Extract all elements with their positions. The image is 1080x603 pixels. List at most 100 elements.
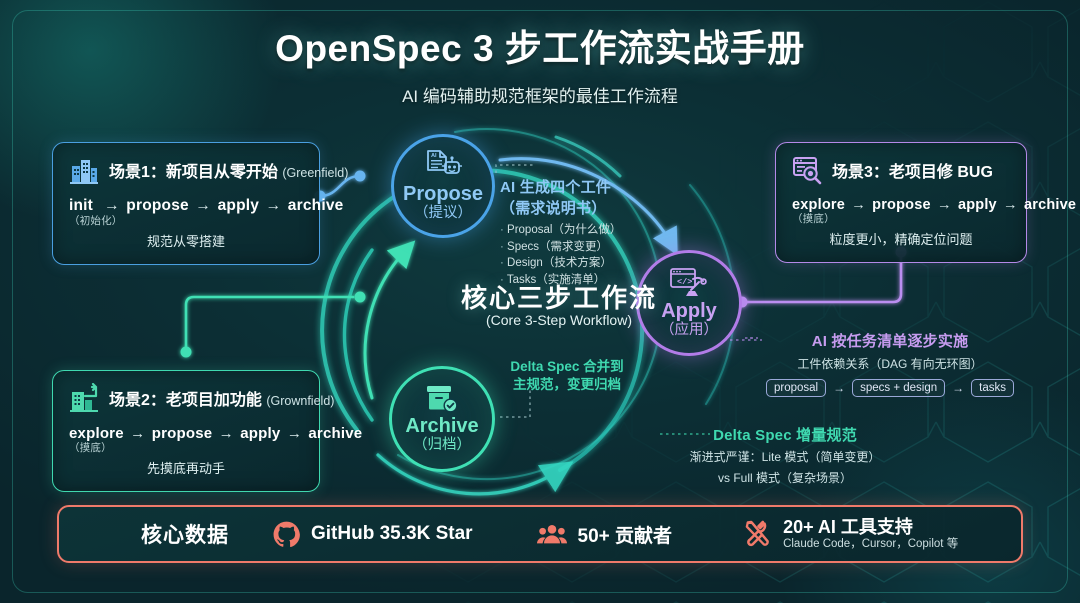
stat-sublabel: Claude Code，Cursor，Copilot 等 [783,537,959,550]
step-2: apply [240,425,281,442]
step-2: apply [957,197,997,213]
annotation-propose-line1: AI 生成四个工件 [500,179,611,196]
artifact-item: Tasks（实施清单） [500,272,650,289]
dag-pill-proposal: proposal [765,379,827,398]
annotation-delta-line1: 渐进式严谨：Lite 模式（简单变更） [689,450,881,464]
flow-arrow: → [851,197,866,213]
artifact-item: Specs（需求变更） [500,239,650,256]
artifact-item: Design（技术方案） [500,255,650,272]
svg-text:</>: </> [677,277,692,287]
dag-pill-tasks: tasks [971,379,1014,398]
card-title-cn: 场景2：老项目加功能 [109,392,262,409]
card-title: 场景2：老项目加功能 (Grownfield) [109,386,334,410]
tools-icon [745,521,769,547]
annotation-apply-sub: 工件依赖关系（DAG 有向无环图） [797,357,983,371]
archive-box-check-icon [427,386,458,413]
node-label-en: Archive [405,415,479,438]
card-footer: 粒度更小，精确定位问题 [829,232,973,247]
step-3: archive [308,425,363,442]
card-step-note: （摸底） [792,213,835,225]
workflow-node-archive[interactable]: Archive （归档） [389,366,495,472]
page-subtitle: AI 编码辅助规范框架的最佳工作流程 [402,87,678,106]
annotation-propose-line2: （需求说明书） [500,200,607,217]
node-label-cn: （提议） [414,205,472,222]
card-title-cn: 场景1：新项目从零开始 [109,164,278,181]
workflow-node-propose[interactable]: AI Propose （提议） [391,134,495,238]
header: OpenSpec 3 步工作流实战手册 AI 编码辅助规范框架的最佳工作流程 [0,18,1080,107]
flow-arrow: → [265,197,282,214]
workflow-node-apply[interactable]: </> Apply （应用） [636,250,742,356]
card-title: 场景1：新项目从零开始 (Greenfield) [109,158,348,182]
node-label-en: Apply [661,300,717,323]
flow-arrow: → [1003,197,1018,213]
bug-search-icon [793,157,822,185]
node-label-cn: （归档） [413,437,471,454]
step-1: propose [151,425,213,442]
flow-arrow: → [130,425,146,442]
annotation-archive-line2: 主规范，变更归档 [513,377,621,393]
dag-arrow: → [952,381,965,396]
flow-arrow: → [286,425,303,442]
stat-contributors[interactable]: 50+ 贡献者 [536,521,673,548]
step-2: apply [217,197,260,214]
scenario-card-greenfield[interactable]: 场景1：新项目从零开始 (Greenfield) init → propose … [52,142,348,265]
card-header: 场景1：新项目从零开始 (Greenfield) [69,155,348,185]
annotation-archive: Delta Spec 合并到 主规范，变更归档 [492,358,642,394]
stat-github[interactable]: GitHub 35.3K Star [273,521,473,548]
code-window-robot-arm-icon: </> [670,268,707,297]
stat-label: 20+ AI 工具支持 [783,516,913,537]
dag-pill-specs-design: specs + design [852,379,946,398]
building-upgrade-icon [70,383,98,412]
annotation-delta-line2: vs Full 模式（复杂场景） [717,471,852,486]
step-0: explore [792,197,845,213]
node-label-en: Propose [402,183,484,206]
annotation-delta-heading: Delta Spec 增量规范 [713,427,857,444]
ai-document-robot-icon: AI [427,150,462,175]
building-new-icon [70,160,98,184]
flow-arrow: → [195,197,212,214]
page-title: OpenSpec 3 步工作流实战手册 [275,28,805,69]
card-title-cn: 场景3：老项目修 BUG [832,164,993,181]
center-title-en: (Core 3-Step Workflow) [485,312,632,328]
annotation-propose: AI 生成四个工件 （需求说明书） Proposal（为什么做） Specs（需… [500,176,650,289]
annotation-apply-heading: AI 按任务清单逐步实施 [811,333,969,350]
github-icon [273,521,300,547]
flow-arrow: → [218,425,234,442]
card-footer: 规范从零搭建 [146,234,225,249]
card-header: 场景3：老项目修 BUG [792,155,1010,185]
card-footer: 先摸底再动手 [146,461,225,476]
card-header: 场景2：老项目加功能 (Grownfield) [69,383,334,413]
card-title: 场景3：老项目修 BUG [832,158,993,182]
contributors-icon [536,525,567,544]
card-title-en: (Greenfield) [282,166,349,180]
flow-arrow: → [99,197,120,214]
node-label-cn: （应用） [660,322,718,339]
svg-text:AI: AI [431,153,437,159]
dag-pill-row: proposal → specs + design → tasks [760,379,1020,398]
card-flow-steps: explore → propose → apply → archive （摸底） [69,425,362,455]
card-step-note: （摸底） [69,442,112,454]
artifact-item: Proposal（为什么做） [500,222,650,239]
flow-arrow: → [937,197,952,213]
dag-arrow: → [833,381,846,396]
step-3: archive [287,197,344,214]
card-title-en: (Grownfield) [266,394,335,408]
card-flow-steps: explore → propose → apply → archive （摸底） [792,197,1076,226]
stat-label: GitHub 35.3K Star [311,523,473,544]
annotation-delta-spec: Delta Spec 增量规范 渐进式严谨：Lite 模式（简单变更） vs F… [660,424,910,488]
stat-tools[interactable]: 20+ AI 工具支持 Claude Code，Cursor，Copilot 等 [742,517,958,552]
scenario-card-brownfield[interactable]: 场景2：老项目加功能 (Grownfield) explore → propos… [52,370,362,492]
stats-title: 核心数据 [141,524,229,547]
scenario-card-bugfix[interactable]: 场景3：老项目修 BUG explore → propose → apply →… [775,142,1076,263]
step-1: propose [126,197,189,214]
stat-label: 50+ 贡献者 [577,525,673,547]
step-0: explore [69,425,124,442]
annotation-archive-line1: Delta Spec 合并到 [510,359,624,374]
stat-text-group: 20+ AI 工具支持 Claude Code，Cursor，Copilot 等 [783,517,958,552]
card-flow-steps: init → propose → apply → archive （初始化） [69,197,343,228]
stats-bar: 核心数据 GitHub 35.3K Star 50+ 贡献者 [57,505,1023,563]
step-1: propose [872,197,931,213]
artifact-list: Proposal（为什么做） Specs（需求变更） Design（技术方案） … [500,222,650,289]
annotation-apply: AI 按任务清单逐步实施 工件依赖关系（DAG 有向无环图） proposal … [760,330,1020,398]
